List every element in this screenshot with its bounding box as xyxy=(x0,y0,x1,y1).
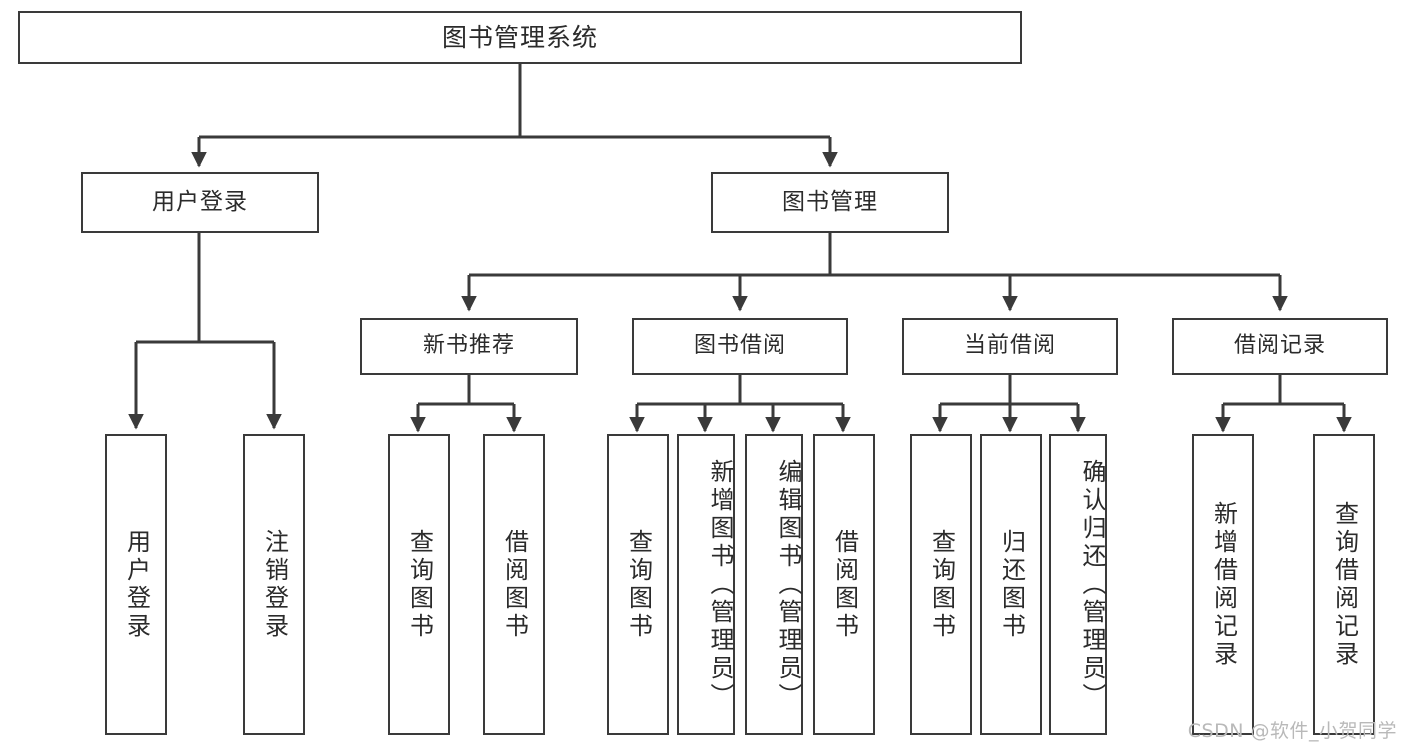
node-borrow-record[interactable]: 借阅记录 xyxy=(1172,318,1388,375)
leaf-return-book-label: 归还图书 xyxy=(997,528,1026,641)
leaf-borrow-book-newbook-label: 借阅图书 xyxy=(500,528,529,641)
leaf-add-book-admin[interactable]: 新增图书（管理员） xyxy=(677,434,735,735)
leaf-return-book[interactable]: 归还图书 xyxy=(980,434,1042,735)
node-user-login-label: 用户登录 xyxy=(152,188,248,215)
leaf-add-borrow-record[interactable]: 新增借阅记录 xyxy=(1192,434,1254,735)
leaf-user-login[interactable]: 用户登录 xyxy=(105,434,167,735)
leaf-query-borrow-record[interactable]: 查询借阅记录 xyxy=(1313,434,1375,735)
node-new-book-recommend-label: 新书推荐 xyxy=(422,333,515,359)
node-current-borrow-label: 当前借阅 xyxy=(963,333,1056,359)
leaf-borrow-book-label: 借阅图书 xyxy=(830,528,859,641)
node-root-label: 图书管理系统 xyxy=(441,22,598,52)
leaf-query-borrow-record-label: 查询借阅记录 xyxy=(1330,500,1359,669)
leaf-add-borrow-record-label: 新增借阅记录 xyxy=(1209,500,1238,669)
leaf-add-book-admin-label: 新增图书（管理员） xyxy=(706,458,734,711)
leaf-user-login-label: 用户登录 xyxy=(122,528,151,641)
leaf-query-book-current[interactable]: 查询图书 xyxy=(910,434,972,735)
leaf-logout[interactable]: 注销登录 xyxy=(243,434,305,735)
node-borrow-record-label: 借阅记录 xyxy=(1233,333,1326,359)
leaf-query-book-newbook[interactable]: 查询图书 xyxy=(388,434,450,735)
leaf-query-book-borrow-label: 查询图书 xyxy=(624,528,653,641)
leaf-borrow-book-newbook[interactable]: 借阅图书 xyxy=(483,434,545,735)
leaf-edit-book-admin[interactable]: 编辑图书（管理员） xyxy=(745,434,803,735)
leaf-edit-book-admin-label: 编辑图书（管理员） xyxy=(774,458,802,711)
node-book-borrow-label: 图书借阅 xyxy=(693,333,786,359)
leaf-confirm-return-admin[interactable]: 确认归还（管理员） xyxy=(1049,434,1107,735)
node-current-borrow[interactable]: 当前借阅 xyxy=(902,318,1118,375)
leaf-query-book-newbook-label: 查询图书 xyxy=(405,528,434,641)
leaf-confirm-return-admin-label: 确认归还（管理员） xyxy=(1078,458,1106,711)
node-user-login[interactable]: 用户登录 xyxy=(81,172,319,233)
node-new-book-recommend[interactable]: 新书推荐 xyxy=(360,318,578,375)
leaf-logout-label: 注销登录 xyxy=(260,528,289,641)
node-book-borrow[interactable]: 图书借阅 xyxy=(632,318,848,375)
leaf-query-book-current-label: 查询图书 xyxy=(927,528,956,641)
node-book-management[interactable]: 图书管理 xyxy=(711,172,949,233)
leaf-query-book-borrow[interactable]: 查询图书 xyxy=(607,434,669,735)
leaf-borrow-book[interactable]: 借阅图书 xyxy=(813,434,875,735)
node-book-management-label: 图书管理 xyxy=(782,188,878,215)
node-root[interactable]: 图书管理系统 xyxy=(18,11,1022,64)
